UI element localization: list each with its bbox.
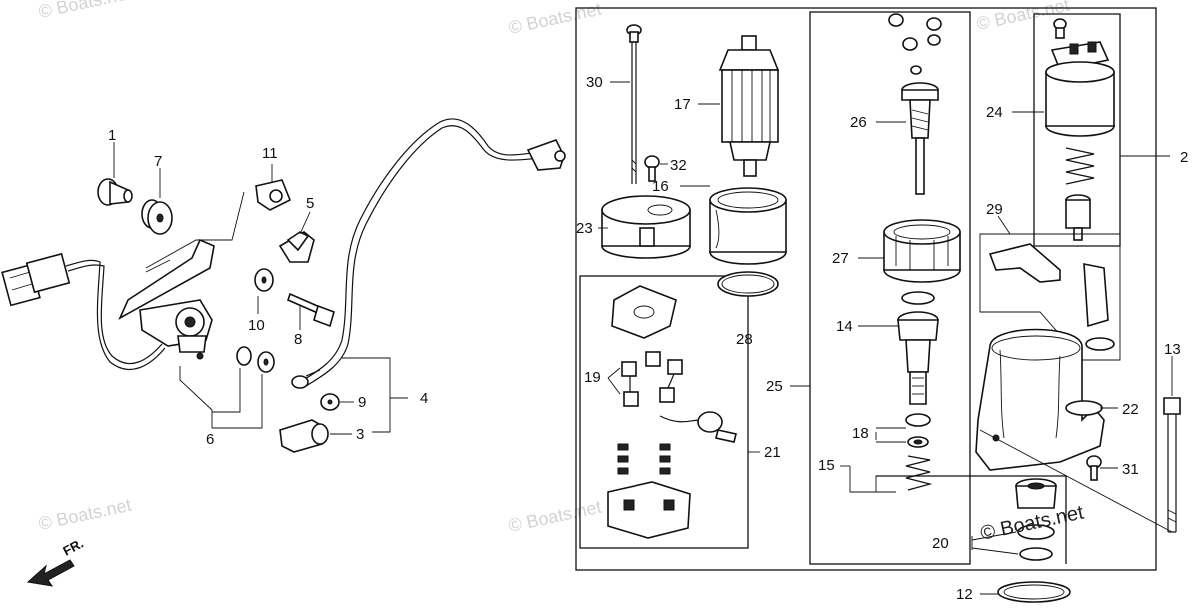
callout-20: 20 <box>932 535 949 552</box>
part-28-ring <box>717 271 779 297</box>
part-13-bolt <box>1163 397 1181 533</box>
callout-14: 14 <box>836 318 853 335</box>
part-19-brushes <box>621 351 683 407</box>
callout-32: 32 <box>670 157 687 174</box>
callout-1: 1 <box>108 127 116 144</box>
part-22-housing <box>975 328 1105 471</box>
watermark-top-center: © Boats.net <box>507 0 603 38</box>
part-9-nut <box>320 393 340 411</box>
callout-12: 12 <box>956 586 973 603</box>
cable-terminal-top <box>526 139 566 171</box>
callout-7: 7 <box>154 153 162 170</box>
top-nuts <box>888 13 942 75</box>
callout-10: 10 <box>248 317 265 334</box>
solenoid-bracket <box>118 238 215 360</box>
part-26-pinion-shaft <box>901 82 939 195</box>
callout-30: 30 <box>586 74 603 91</box>
callout-4: 4 <box>420 390 428 407</box>
callout-26: 26 <box>850 114 867 131</box>
brush-holder-frame <box>579 275 749 549</box>
callout-23: 23 <box>576 220 593 237</box>
brush-plate-top <box>611 285 677 339</box>
connector-plug <box>1 252 71 307</box>
part-7-grommet <box>141 199 173 235</box>
part-4-cable <box>299 118 541 383</box>
assembly-frame-outer <box>575 7 1157 571</box>
cable-terminal-bottom <box>291 369 321 389</box>
watermark-top-left: © Boats.net <box>37 0 133 22</box>
part-18-washers <box>905 413 931 448</box>
brush-lead-terminal <box>659 411 737 443</box>
assembly-frame-inner <box>809 11 971 565</box>
part-6-nuts <box>236 346 275 373</box>
callout-8: 8 <box>294 331 302 348</box>
callout-6: 6 <box>206 431 214 448</box>
part-17-armature <box>718 35 780 177</box>
callout-15: 15 <box>818 457 835 474</box>
part-30-through-bolt <box>626 24 642 184</box>
callout-5: 5 <box>306 195 314 212</box>
part-29-lever <box>988 243 1115 351</box>
callout-17: 17 <box>674 96 691 113</box>
solenoid-plunger <box>1065 194 1091 241</box>
front-label: FR. <box>60 536 86 559</box>
part-8-bolt <box>287 292 335 328</box>
watermark-bottom-center: © Boats.net <box>507 497 603 536</box>
callout-16: 16 <box>652 178 669 195</box>
part-5-clip <box>278 231 315 263</box>
part-10-washer <box>254 268 274 292</box>
part-15-spring <box>905 455 933 491</box>
callout-2: 2 <box>1180 149 1188 166</box>
callout-19: 19 <box>584 369 601 386</box>
callout-25: 25 <box>766 378 783 395</box>
part-3-boot <box>279 419 329 453</box>
part-16-motor-case <box>709 187 787 265</box>
callout-28: 28 <box>736 331 753 348</box>
callout-21: 21 <box>764 444 781 461</box>
part-1-grommet <box>97 178 133 206</box>
callout-9: 9 <box>358 394 366 411</box>
part-27-ring-gear <box>883 219 961 283</box>
front-direction-arrow: FR. <box>26 536 86 587</box>
solenoid-spring <box>1065 147 1095 185</box>
callout-11: 11 <box>262 145 278 162</box>
callout-27: 27 <box>832 250 849 267</box>
callout-31: 31 <box>1122 461 1139 478</box>
part-23-end-cover <box>601 195 691 259</box>
part-20-rings <box>1017 524 1055 561</box>
callout-22: 22 <box>1122 401 1139 418</box>
stop-collar <box>1015 478 1057 509</box>
part-31-screw <box>1086 455 1102 481</box>
part-11-clip <box>255 179 292 211</box>
callout-3: 3 <box>356 426 364 443</box>
brush-holder-base <box>607 481 691 539</box>
callout-13: 13 <box>1164 341 1181 358</box>
brush-springs <box>617 443 671 475</box>
part-24-solenoid <box>1045 18 1115 137</box>
callout-18: 18 <box>852 425 869 442</box>
part-14-drive-shaft <box>897 291 939 405</box>
wire-harness <box>65 259 166 371</box>
watermark-bottom-left: © Boats.net <box>37 495 133 534</box>
callout-24: 24 <box>986 104 1003 121</box>
part-12-o-ring <box>997 581 1071 603</box>
callout-29: 29 <box>986 201 1003 218</box>
part-32-screw <box>644 155 660 182</box>
